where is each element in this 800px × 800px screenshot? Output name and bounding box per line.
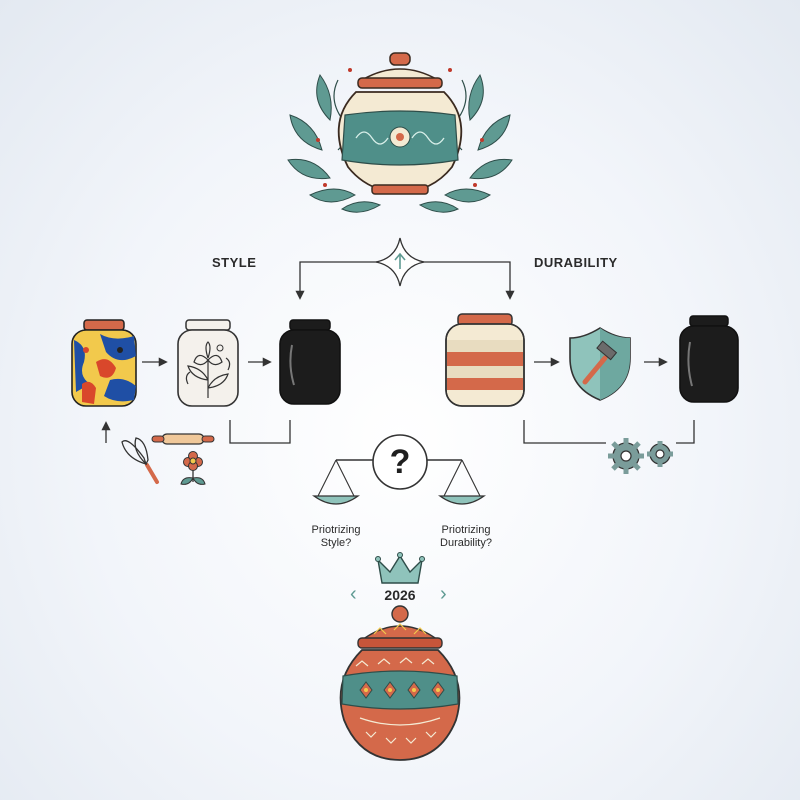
flower-icon <box>180 451 206 485</box>
folk-pot-icon <box>339 605 461 761</box>
patterned-jar-icon <box>71 319 137 407</box>
black-jar-icon-style <box>279 319 341 405</box>
style-question-label: Priotrizing Style? <box>311 524 361 549</box>
durability-heading: DURABILITY <box>534 255 618 270</box>
question-mark: ? <box>389 442 411 481</box>
striped-jar-icon <box>445 313 525 407</box>
durability-feedback-line <box>523 420 695 444</box>
year-prev-chevron[interactable]: ‹ <box>350 583 357 605</box>
whisk-icon <box>121 437 159 484</box>
crown-icon <box>375 552 425 584</box>
black-jar-icon-durability <box>679 315 739 403</box>
style-heading: STYLE <box>212 255 257 270</box>
gears-icon <box>608 438 673 474</box>
balance-scale-icon <box>311 434 487 505</box>
sparkle-icon <box>375 237 425 287</box>
rolling-pin-icon <box>151 433 215 445</box>
durability-question-label: Priotrizing Durability? <box>440 524 492 549</box>
style-feedback-line <box>101 420 291 444</box>
shield-hammer-icon <box>569 327 631 401</box>
floral-jar-icon <box>177 319 239 407</box>
ornate-jar-icon <box>287 52 513 213</box>
year-next-chevron[interactable]: › <box>440 583 447 605</box>
year-label: 2026 <box>384 587 416 603</box>
split-connector <box>295 261 515 300</box>
